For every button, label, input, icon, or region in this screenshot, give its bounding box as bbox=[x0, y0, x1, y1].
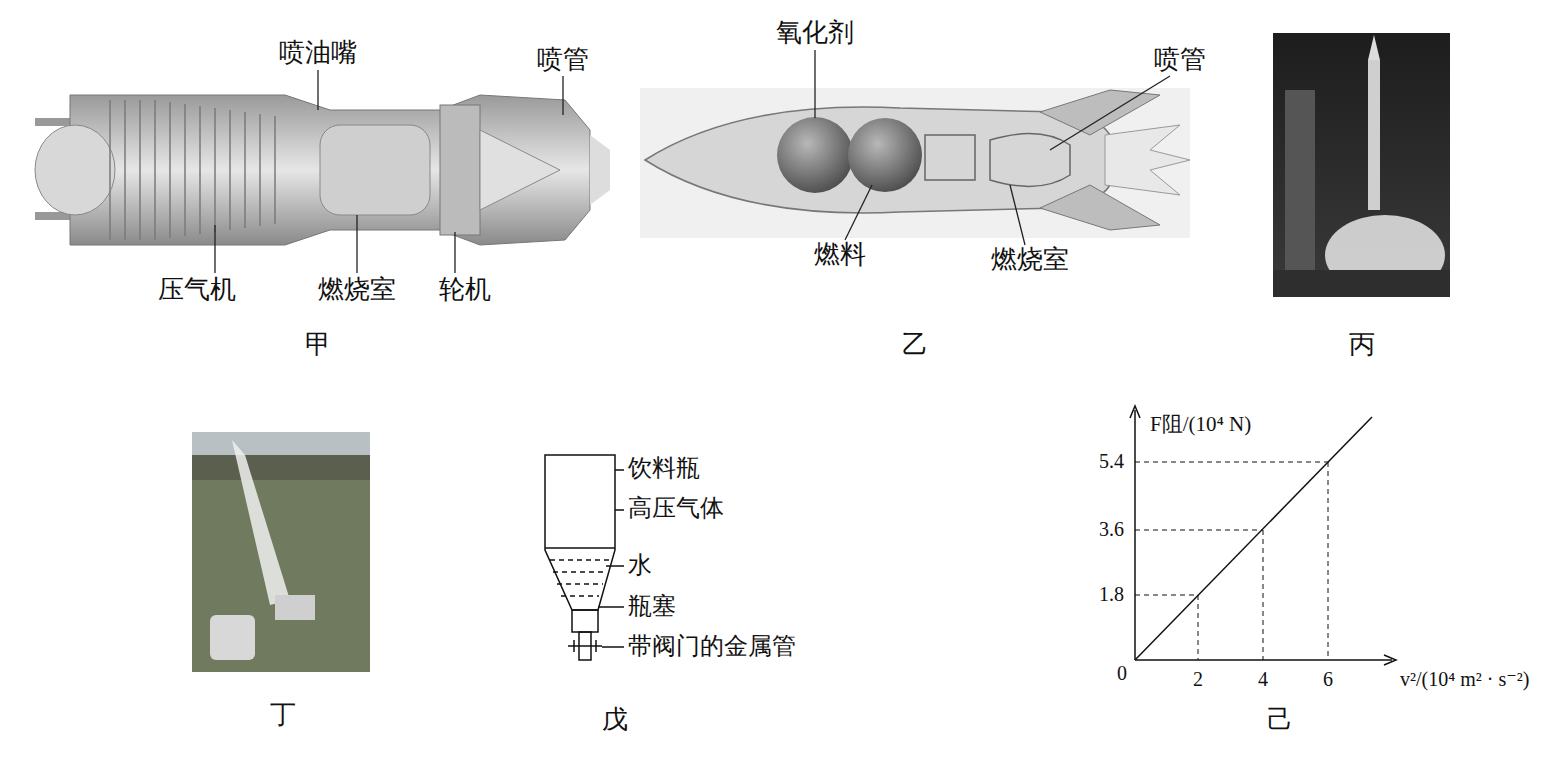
bottle-diagram bbox=[545, 455, 624, 660]
label: 氧化剂 bbox=[776, 18, 854, 48]
label: 燃烧室 bbox=[991, 245, 1069, 275]
label: 带阀门的金属管 bbox=[628, 633, 796, 661]
leader-lines bbox=[815, 50, 1170, 245]
label: F阻/(10⁴ N) bbox=[1150, 412, 1251, 436]
label: 轮机 bbox=[439, 275, 491, 305]
rocket-cutaway bbox=[640, 88, 1190, 238]
label: 甲 bbox=[305, 330, 331, 360]
leader-lines bbox=[215, 70, 563, 273]
label: 喷管 bbox=[537, 45, 589, 75]
label: 乙 bbox=[902, 330, 928, 360]
jet-engine bbox=[35, 95, 610, 245]
label: 3.6 bbox=[1099, 518, 1124, 541]
label: 压气机 bbox=[158, 275, 236, 305]
label: 瓶塞 bbox=[628, 593, 676, 621]
label: 丁 bbox=[270, 700, 296, 730]
label: v²/(10⁴ m² · s⁻²) bbox=[1400, 668, 1529, 691]
label: 饮料瓶 bbox=[628, 455, 700, 483]
label: 喷管 bbox=[1154, 45, 1206, 75]
label: 0 bbox=[1117, 662, 1127, 685]
label: 丙 bbox=[1349, 330, 1375, 360]
label: 6 bbox=[1323, 668, 1333, 691]
label: 5.4 bbox=[1099, 450, 1124, 473]
launch-photo bbox=[1273, 33, 1450, 297]
label: 2 bbox=[1193, 668, 1203, 691]
label: 1.8 bbox=[1099, 583, 1124, 606]
label: 水 bbox=[628, 552, 652, 580]
label: 燃料 bbox=[814, 240, 866, 270]
graph bbox=[1130, 406, 1396, 665]
label: 4 bbox=[1258, 668, 1268, 691]
label: 己 bbox=[1267, 705, 1293, 735]
label: 高压气体 bbox=[628, 495, 724, 523]
label: 喷油嘴 bbox=[279, 38, 357, 68]
water-rocket-photo bbox=[192, 432, 370, 672]
label: 戊 bbox=[602, 705, 628, 735]
label: 燃烧室 bbox=[318, 275, 396, 305]
